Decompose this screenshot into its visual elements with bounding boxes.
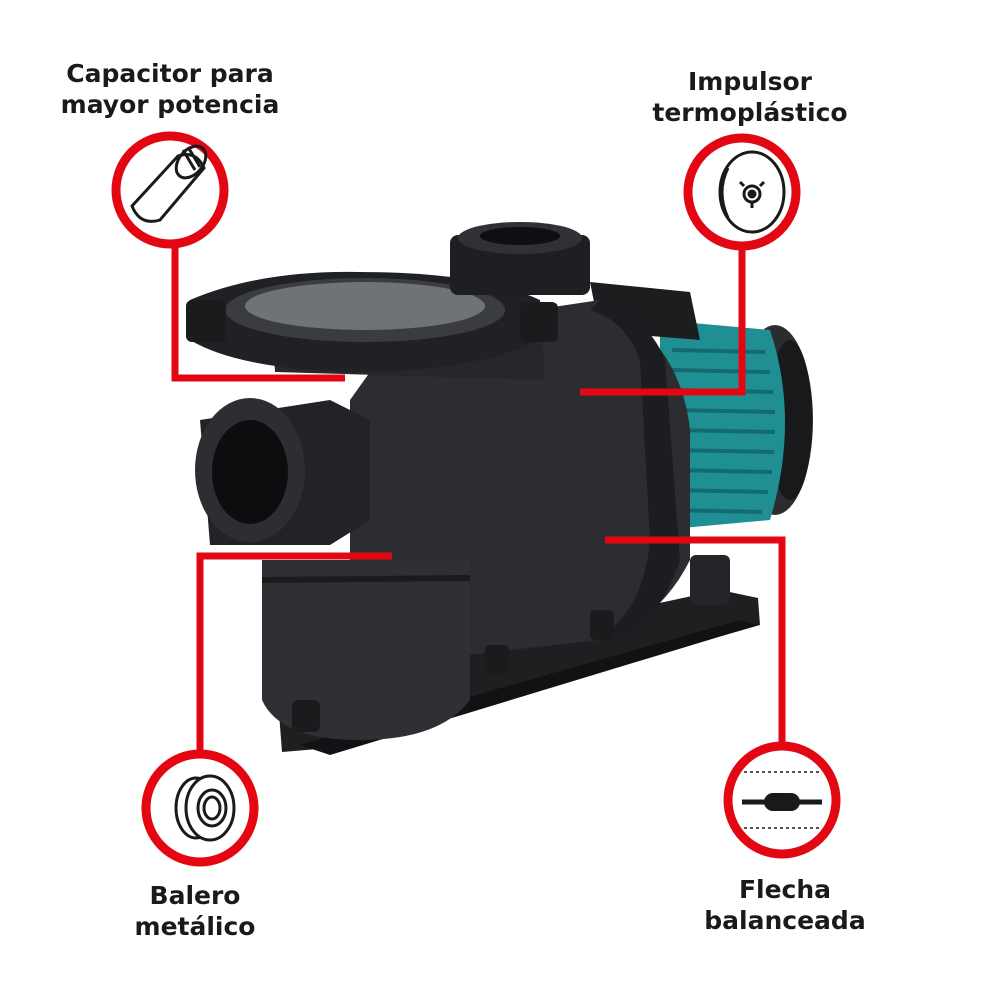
- capacitor-icon: [130, 144, 208, 223]
- flecha-label: Flecha balanceada: [680, 874, 890, 936]
- balero-connector-line: [196, 552, 392, 760]
- flecha-callout-circle: [723, 741, 841, 859]
- balero-label-line1: Balero: [149, 881, 241, 910]
- capacitor-callout-circle: [111, 131, 229, 249]
- pool-pump-image: [186, 222, 813, 755]
- impeller-icon: [718, 150, 786, 234]
- balero-label: Balero metálico: [95, 880, 295, 942]
- capacitor-label: Capacitor para mayor potencia: [40, 58, 300, 120]
- balero-label-line2: metálico: [134, 912, 256, 941]
- capacitor-label-line1: Capacitor para: [66, 59, 274, 88]
- impulsor-callout-circle: [683, 133, 801, 251]
- capacitor-connector-line: [171, 240, 345, 382]
- impulsor-label: Impulsor termoplástico: [630, 66, 870, 128]
- shaft-icon: [742, 771, 822, 829]
- flecha-label-line2: balanceada: [704, 906, 866, 935]
- impulsor-label-line1: Impulsor: [688, 67, 812, 96]
- impulsor-label-line2: termoplástico: [652, 98, 848, 127]
- callout-lines: [171, 240, 786, 760]
- capacitor-label-line2: mayor potencia: [60, 90, 280, 119]
- flecha-connector-line: [605, 536, 786, 742]
- bearing-icon: [174, 774, 236, 842]
- balero-callout-circle: [141, 749, 259, 867]
- impulsor-connector-line: [580, 248, 746, 396]
- flecha-label-line1: Flecha: [738, 875, 832, 904]
